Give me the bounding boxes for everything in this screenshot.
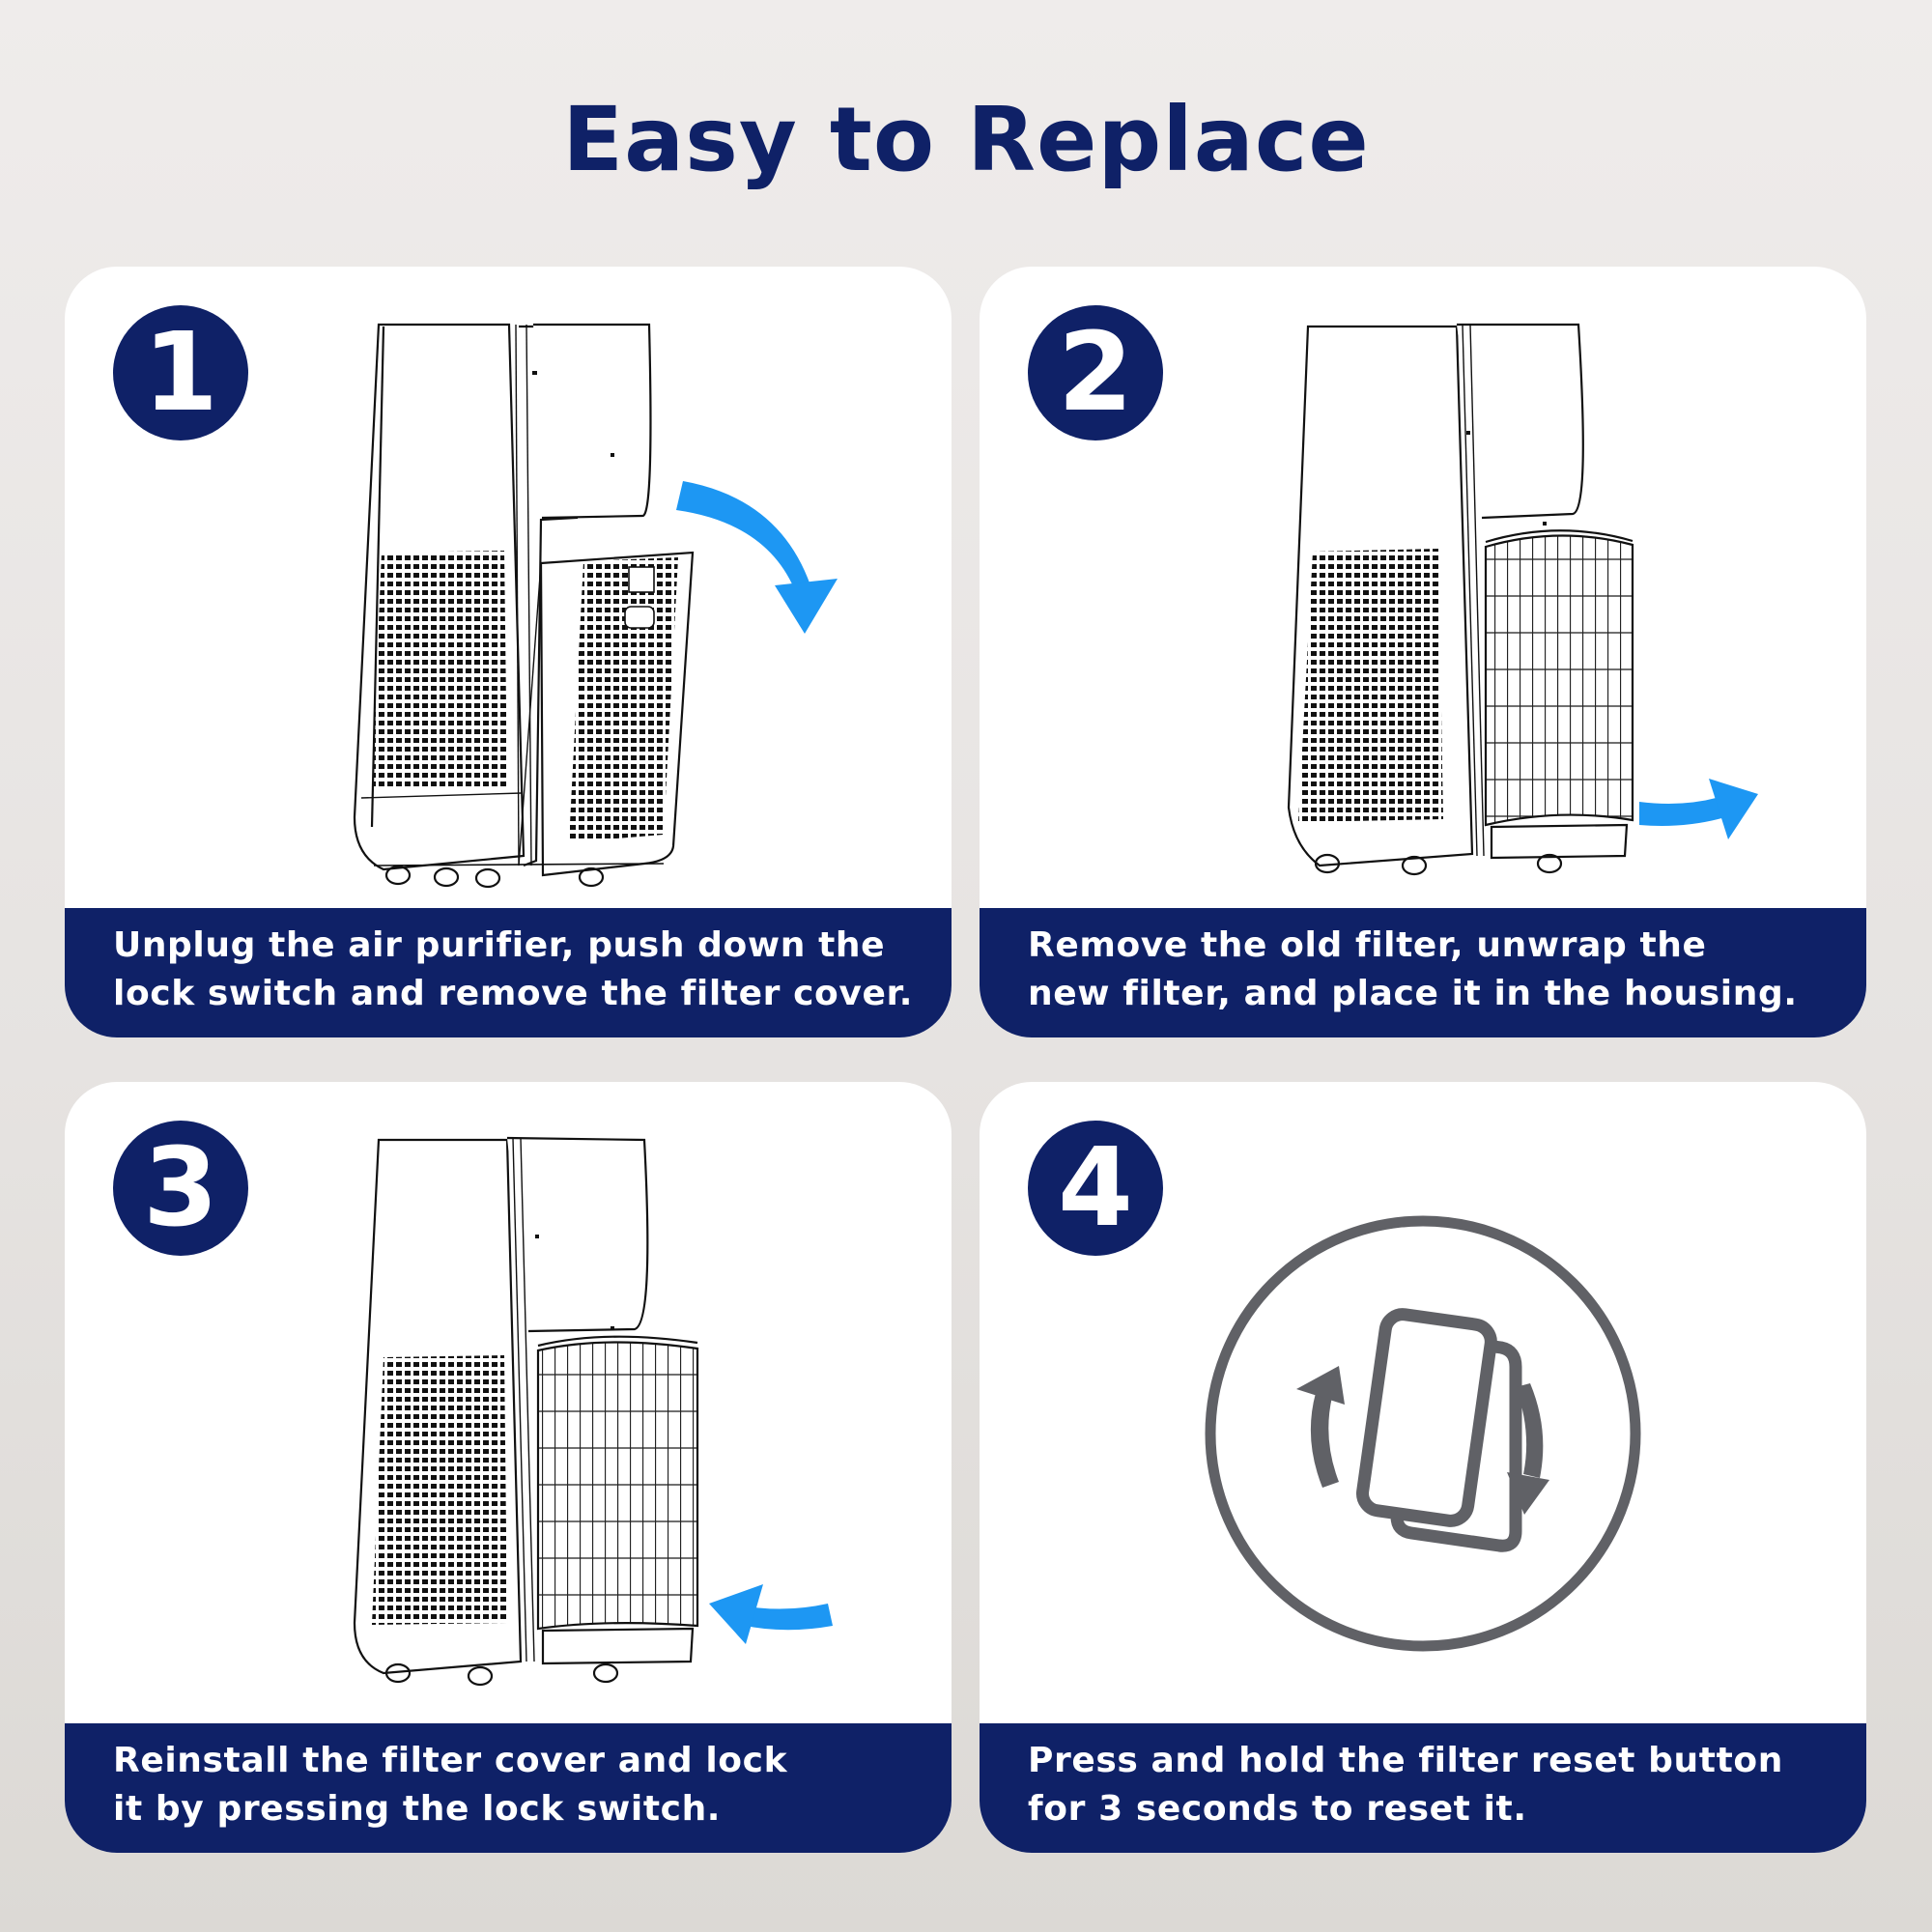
caption-line: new filter, and place it in the housing. xyxy=(1028,974,1798,1013)
step-caption: Reinstall the filter cover and lock it b… xyxy=(65,1723,952,1853)
step-number-badge: 4 xyxy=(1028,1121,1163,1256)
caption-line: Unplug the air purifier, push down the xyxy=(113,925,886,965)
caption-line: lock switch and remove the filter cover. xyxy=(113,974,913,1013)
purifier-illustration-step-1 xyxy=(353,323,838,889)
page-title: Easy to Replace xyxy=(562,88,1370,191)
step-card-1: 1 Unplug the air purifier, push down the… xyxy=(65,267,952,1037)
step-caption: Remove the old filter, unwrap the new fi… xyxy=(980,908,1866,1037)
step-caption: Press and hold the filter reset button f… xyxy=(980,1723,1866,1853)
arrow-right-icon xyxy=(1639,779,1758,839)
step-number-badge: 3 xyxy=(113,1121,248,1256)
step-card-3: 3 Reinstall the filter cover and lock it… xyxy=(65,1082,952,1853)
step-card-4: 4 Press and hold the filter reset button… xyxy=(980,1082,1866,1853)
rotate-up-arrow-icon xyxy=(1296,1366,1345,1488)
step-number-badge: 2 xyxy=(1028,305,1163,440)
rotate-down-arrow-icon xyxy=(1507,1383,1549,1515)
caption-line: for 3 seconds to reset it. xyxy=(1028,1789,1527,1829)
curved-arrow-down-right-icon xyxy=(676,481,838,634)
caption-line: Press and hold the filter reset button xyxy=(1028,1741,1783,1780)
step-card-2: 2 Remove the old filter, unwrap the new … xyxy=(980,267,1866,1037)
arrow-left-icon xyxy=(709,1584,833,1644)
caption-line: Remove the old filter, unwrap the xyxy=(1028,925,1707,965)
filter-reset-icon xyxy=(1205,1215,1641,1652)
purifier-illustration-step-2 xyxy=(1287,323,1758,876)
step-caption: Unplug the air purifier, push down the l… xyxy=(65,908,952,1037)
caption-line: Reinstall the filter cover and lock xyxy=(113,1741,788,1780)
caption-line: it by pressing the lock switch. xyxy=(113,1789,722,1829)
step-number-badge: 1 xyxy=(113,305,248,440)
purifier-illustration-step-3 xyxy=(353,1136,833,1687)
